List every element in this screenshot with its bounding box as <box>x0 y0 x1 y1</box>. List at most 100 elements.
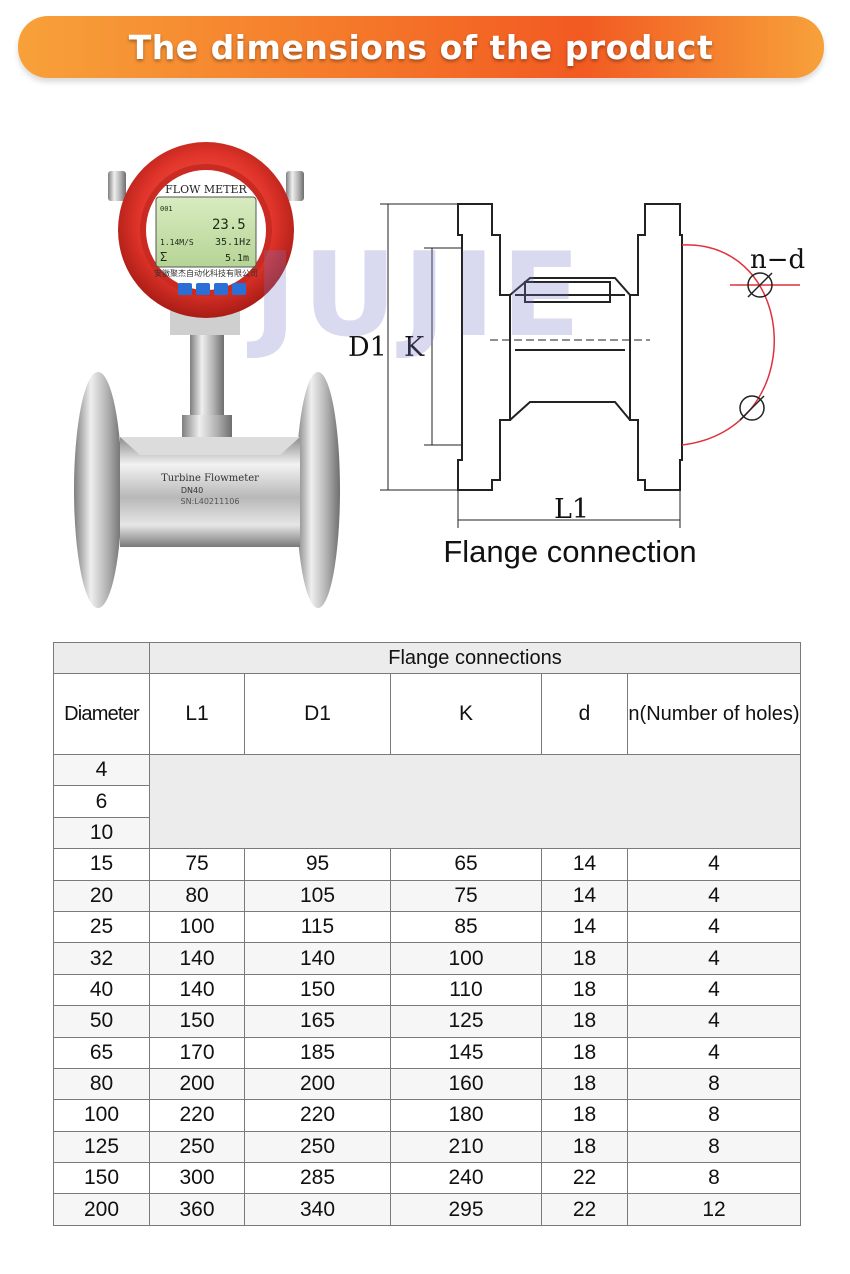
d-cell: 18 <box>541 1005 628 1038</box>
holes-cell: 4 <box>627 1005 801 1038</box>
diameter-cell: 6 <box>53 785 150 818</box>
col-header-diameter: Diameter <box>53 673 150 755</box>
body-label: Turbine Flowmeter <box>161 473 259 484</box>
label-nd: n−d <box>750 245 805 275</box>
k-cell: 110 <box>390 973 542 1007</box>
l1-cell: 140 <box>149 973 245 1007</box>
d-cell: 22 <box>541 1193 628 1226</box>
label-k: K <box>404 332 425 363</box>
d-cell: 18 <box>541 1130 628 1164</box>
holes-cell: 8 <box>627 1067 801 1101</box>
diameter-cell: 200 <box>53 1193 150 1226</box>
svg-text:35.1Hz: 35.1Hz <box>215 237 251 248</box>
label-d1: D1 <box>348 332 387 363</box>
col-header-d: d <box>541 673 628 755</box>
flange-dimension-diagram: D1 K L1 n−d <box>348 203 805 528</box>
col-header-holes: n(Number of holes) <box>627 673 801 755</box>
holes-cell: 4 <box>627 848 801 881</box>
diameter-cell: 25 <box>53 910 150 944</box>
holes-cell: 8 <box>627 1130 801 1164</box>
col-header-d1: D1 <box>244 673 391 755</box>
display-label: FLOW METER <box>165 183 247 196</box>
svg-text:1.14M/S: 1.14M/S <box>160 238 194 247</box>
l1-cell: 200 <box>149 1067 245 1101</box>
d1-cell: 250 <box>244 1130 391 1164</box>
l1-cell: 140 <box>149 942 245 975</box>
k-cell: 145 <box>390 1036 542 1069</box>
diameter-cell: 20 <box>53 879 150 912</box>
svg-text:001: 001 <box>160 205 173 213</box>
l1-cell: 220 <box>149 1099 245 1132</box>
d1-cell: 115 <box>244 910 391 944</box>
k-cell: 160 <box>390 1067 542 1101</box>
k-cell: 125 <box>390 1005 542 1038</box>
diameter-cell: 150 <box>53 1162 150 1195</box>
flange-caption: Flange connection <box>443 534 697 569</box>
holes-cell: 4 <box>627 973 801 1007</box>
k-cell: 75 <box>390 879 542 912</box>
holes-cell: 4 <box>627 942 801 975</box>
l1-cell: 80 <box>149 879 245 912</box>
corner-cell <box>53 642 150 674</box>
svg-text:5.1m: 5.1m <box>225 253 249 264</box>
diameter-cell: 125 <box>53 1130 150 1164</box>
d1-cell: 340 <box>244 1193 391 1226</box>
k-cell: 100 <box>390 942 542 975</box>
k-cell: 85 <box>390 910 542 944</box>
l1-cell: 150 <box>149 1005 245 1038</box>
svg-text:安徽聚杰自动化科技有限公司: 安徽聚杰自动化科技有限公司 <box>154 268 258 278</box>
title-banner: The dimensions of the product <box>18 16 824 78</box>
k-cell: 65 <box>390 848 542 881</box>
diameter-cell: 15 <box>53 848 150 881</box>
col-header-k: K <box>390 673 542 755</box>
l1-cell: 360 <box>149 1193 245 1226</box>
holes-cell: 4 <box>627 879 801 912</box>
k-cell: 240 <box>390 1162 542 1195</box>
d1-cell: 185 <box>244 1036 391 1069</box>
l1-cell: 250 <box>149 1130 245 1164</box>
d-cell: 14 <box>541 910 628 944</box>
holes-cell: 4 <box>627 1036 801 1069</box>
d1-cell: 200 <box>244 1067 391 1101</box>
holes-cell: 12 <box>627 1193 801 1226</box>
d1-cell: 150 <box>244 973 391 1007</box>
d-cell: 22 <box>541 1162 628 1195</box>
d1-cell: 220 <box>244 1099 391 1132</box>
d-cell: 14 <box>541 879 628 912</box>
holes-cell: 8 <box>627 1162 801 1195</box>
k-cell: 295 <box>390 1193 542 1226</box>
d-cell: 18 <box>541 1067 628 1101</box>
d-cell: 18 <box>541 1099 628 1132</box>
d1-cell: 95 <box>244 848 391 881</box>
l1-cell: 170 <box>149 1036 245 1069</box>
diameter-cell: 100 <box>53 1099 150 1132</box>
l1-cell: 300 <box>149 1162 245 1195</box>
svg-text:Σ: Σ <box>160 250 167 264</box>
diameter-cell: 10 <box>53 816 150 850</box>
d1-cell: 105 <box>244 879 391 912</box>
body-size: DN40 <box>181 486 203 495</box>
diameter-cell: 50 <box>53 1005 150 1038</box>
l1-cell: 75 <box>149 848 245 881</box>
d-cell: 18 <box>541 942 628 975</box>
col-header-l1: L1 <box>149 673 245 755</box>
diameter-cell: 80 <box>53 1067 150 1101</box>
d-cell: 14 <box>541 848 628 881</box>
diameter-cell: 65 <box>53 1036 150 1069</box>
l1-cell: 100 <box>149 910 245 944</box>
flowmeter-product-image: FLOW METER 001 23.5 1.14M/S 35.1Hz Σ 5.1… <box>74 142 340 608</box>
diameter-cell: 4 <box>53 753 150 787</box>
label-l1: L1 <box>554 494 589 525</box>
banner-title: The dimensions of the product <box>128 27 714 67</box>
